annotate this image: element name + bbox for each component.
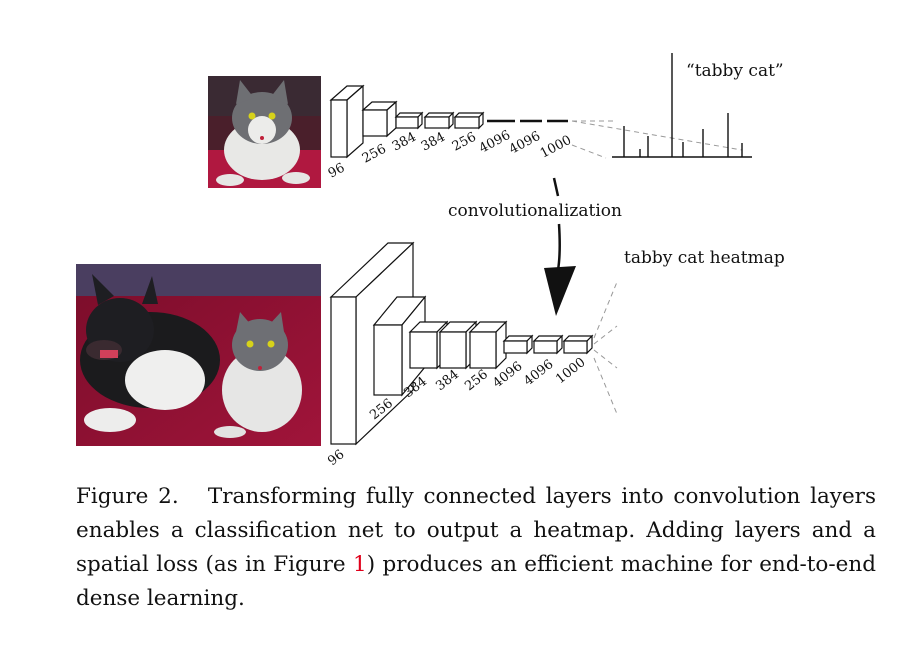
top-dashed-lines [571, 120, 743, 159]
arrow-label: convolutionalization [448, 201, 622, 221]
top-output-label: “tabby cat” [686, 61, 784, 81]
figure-reference-link[interactable]: 1 [353, 552, 367, 577]
top-label-96: 96 [326, 161, 348, 182]
top-label-4096a: 4096 [477, 128, 513, 157]
network-figure: 96 256 384 384 256 4096 4096 1000 “tabby… [76, 53, 785, 469]
figure-caption: Figure 2. Transforming fully connected l… [76, 480, 876, 616]
bottom-label-384b: 384 [433, 367, 462, 394]
top-network [329, 84, 485, 159]
top-label-1000: 1000 [538, 133, 574, 162]
tabby-cat-photo [208, 76, 321, 188]
bottom-label-96: 96 [325, 447, 347, 469]
dog-and-cat-photo [76, 264, 321, 446]
caption-text-after-ref: ) produces an efficient machine for end-… [76, 552, 876, 611]
caption-prefix: Figure 2. [76, 484, 179, 509]
bottom-network [329, 241, 594, 446]
convolutionalization-arrow [544, 177, 576, 316]
top-label-256b: 256 [450, 130, 479, 155]
bottom-label-256b: 256 [462, 367, 491, 394]
class-score-histogram [612, 53, 752, 158]
bottom-label-1000: 1000 [553, 355, 588, 387]
bottom-label-4096b: 4096 [521, 357, 556, 389]
top-label-256: 256 [360, 142, 389, 167]
bottom-dashed-lines [593, 281, 618, 415]
top-label-384a: 384 [390, 130, 419, 155]
caption-text-before-ref: Transforming fully connected layers into… [76, 484, 876, 577]
top-label-4096b: 4096 [507, 129, 543, 158]
top-label-384b: 384 [419, 130, 448, 155]
bottom-output-label: tabby cat heatmap [624, 248, 785, 268]
